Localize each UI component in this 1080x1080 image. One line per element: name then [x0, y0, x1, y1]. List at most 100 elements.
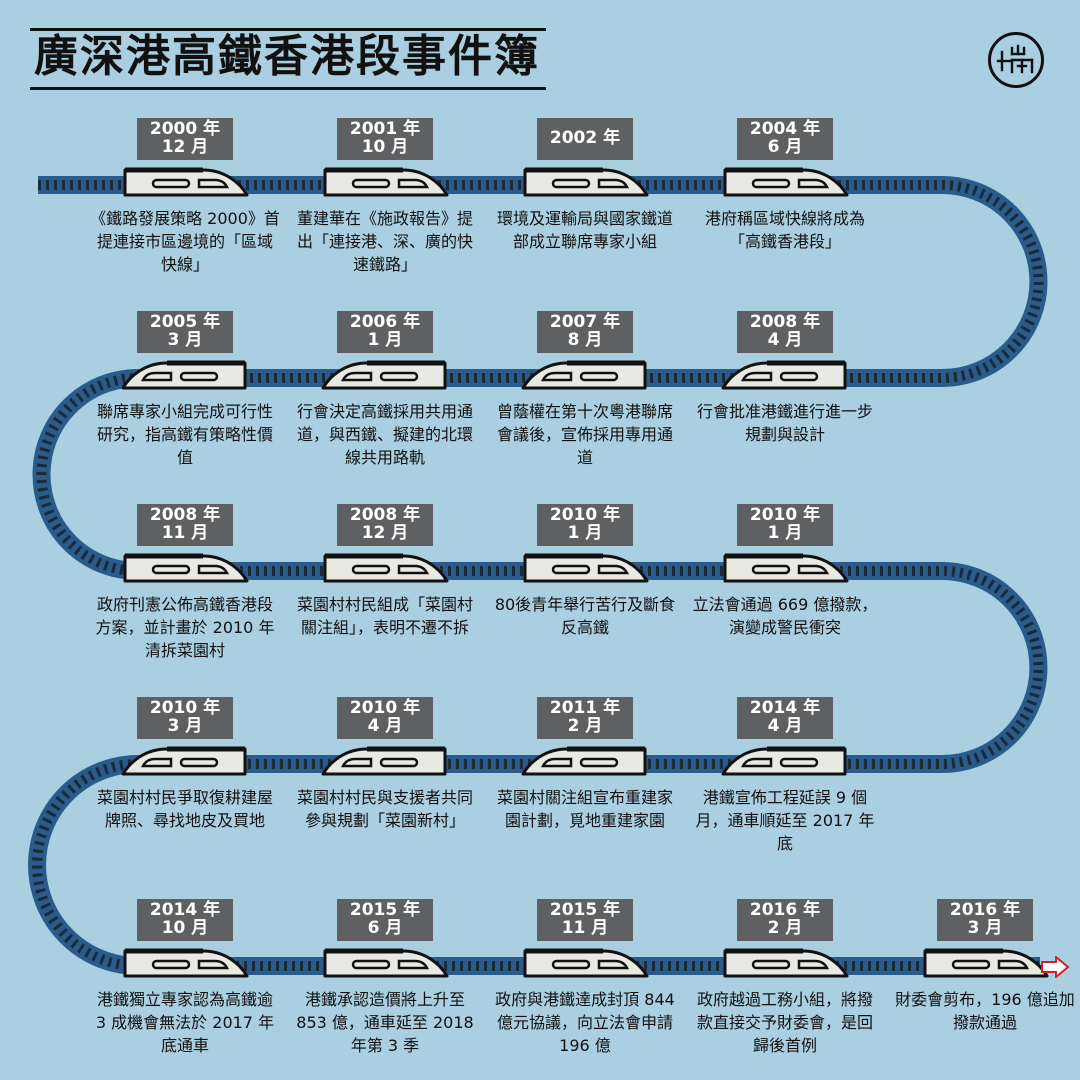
event-description: 《鐵路發展策略 2000》首提連接市區邊境的「區域快線」 [90, 209, 280, 275]
date-month: 12 月 [361, 523, 409, 543]
event-description: 曾蔭權在第十次粵港聯席會議後，宣佈採用專用通道 [496, 402, 673, 468]
event-description: 菜園村關注組宣布重建家園計劃，覓地重建家園 [496, 788, 673, 831]
date-month: 10 月 [361, 137, 409, 157]
train-icon [721, 746, 847, 776]
event-description: 立法會通過 669 億撥款，演變成警民衝突 [692, 595, 878, 638]
train-icon [123, 553, 249, 583]
date-year: 2010 年 [749, 505, 821, 526]
train-icon [121, 746, 247, 776]
train-icon [521, 746, 647, 776]
train-icon [721, 360, 847, 390]
date-year: 2008 年 [149, 505, 221, 526]
train-icon [123, 167, 249, 197]
train-icon [523, 553, 649, 583]
date-year: 2002 年 [549, 128, 621, 149]
date-year: 2016 年 [749, 900, 821, 921]
date-month: 6 月 [767, 137, 803, 157]
date-badge: 2002 年 [537, 118, 633, 160]
initium-logo-icon [988, 32, 1044, 88]
event-description: 港鐵承認造價將上升至 853 億，通車延至 2018 年第 3 季 [296, 990, 474, 1056]
event-description: 港鐵宣佈工程延誤 9 個月，通車順延至 2017 年底 [695, 788, 875, 854]
event-description: 80後青年舉行苦行及斷食反高鐵 [494, 595, 676, 638]
date-year: 2011 年 [549, 698, 621, 719]
date-year: 2006 年 [349, 312, 421, 333]
date-month: 1 月 [367, 330, 403, 350]
event-description: 政府與港鐵達成封頂 844 億元協議，向立法會申請 196 億 [495, 990, 675, 1056]
title-block: 廣深港高鐵香港段事件簿 [30, 28, 546, 91]
date-year: 2014 年 [749, 698, 821, 719]
event-description: 財委會剪布，196 億追加撥款通過 [895, 990, 1075, 1033]
date-month: 12 月 [161, 137, 209, 157]
date-month: 4 月 [367, 716, 403, 736]
event-description: 菜園村村民爭取復耕建屋牌照、尋找地皮及買地 [96, 788, 273, 831]
train-icon [923, 948, 1049, 978]
train-icon [521, 360, 647, 390]
train-icon [321, 360, 447, 390]
train-icon [523, 948, 649, 978]
train-icon [723, 948, 849, 978]
date-year: 2004 年 [749, 119, 821, 140]
event-description: 行會決定高鐵採用共用通道，與西鐵、擬建的北環線共用路軌 [296, 402, 473, 468]
train-icon [323, 553, 449, 583]
event-description: 政府刊憲公佈高鐵香港段方案，並計畫於 2010 年清拆菜園村 [95, 595, 275, 661]
train-icon [323, 167, 449, 197]
date-month: 11 月 [561, 918, 609, 938]
train-icon [321, 746, 447, 776]
event-description: 環境及運輸局與國家鐵道部成立聯席專家小組 [496, 209, 673, 252]
date-month: 8 月 [567, 330, 603, 350]
date-year: 2015 年 [549, 900, 621, 921]
page-title: 廣深港高鐵香港段事件簿 [30, 28, 546, 91]
date-month: 10 月 [161, 918, 209, 938]
event-description: 港鐵獨立專家認為高鐵逾 3 成機會無法於 2017 年底通車 [95, 990, 275, 1056]
date-month: 2 月 [767, 918, 803, 938]
date-month: 11 月 [161, 523, 209, 543]
event-description: 菜園村村民組成「菜園村關注組」，表明不遷不拆 [296, 595, 473, 638]
date-month: 4 月 [767, 330, 803, 350]
date-month: 6 月 [367, 918, 403, 938]
date-year: 2016 年 [949, 900, 1021, 921]
date-year: 2005 年 [149, 312, 221, 333]
date-year: 2010 年 [549, 505, 621, 526]
date-year: 2014 年 [149, 900, 221, 921]
date-month: 4 月 [767, 716, 803, 736]
train-icon [723, 553, 849, 583]
track-end-arrow-icon [1040, 954, 1070, 982]
date-year: 2010 年 [149, 698, 221, 719]
date-year: 2010 年 [349, 698, 421, 719]
date-month: 3 月 [167, 716, 203, 736]
date-month: 1 月 [767, 523, 803, 543]
date-month: 1 月 [567, 523, 603, 543]
date-year: 2000 年 [149, 119, 221, 140]
date-year: 2008 年 [749, 312, 821, 333]
event-description: 政府越過工務小組，將撥款直接交予財委會，是回歸後首例 [696, 990, 873, 1056]
train-icon [323, 948, 449, 978]
event-description: 聯席專家小組完成可行性研究，指高鐵有策略性價值 [96, 402, 273, 468]
train-icon [723, 167, 849, 197]
date-month: 3 月 [967, 918, 1003, 938]
event-description: 菜園村村民與支援者共同參與規劃「菜園新村」 [296, 788, 473, 831]
event-description: 港府稱區域快線將成為「高鐵香港段」 [704, 209, 865, 252]
event-description: 董建華在《施政報告》提出「連接港、深、廣的快速鐵路」 [296, 209, 473, 275]
date-year: 2008 年 [349, 505, 421, 526]
train-icon [523, 167, 649, 197]
train-icon [123, 948, 249, 978]
date-month: 3 月 [167, 330, 203, 350]
